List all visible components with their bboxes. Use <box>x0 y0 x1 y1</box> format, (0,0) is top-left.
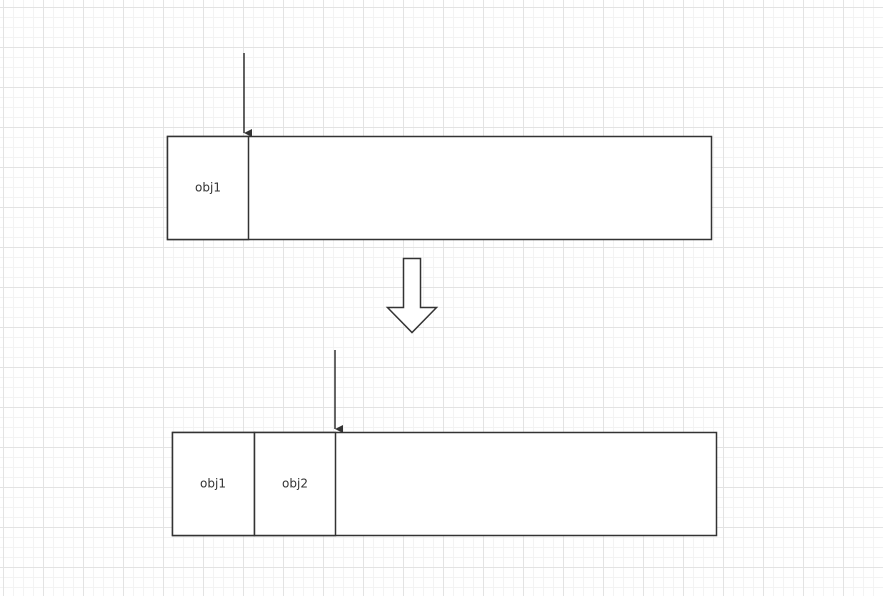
before-memory-block <box>166 135 713 241</box>
after-cell-obj2-label: obj2 <box>282 477 308 491</box>
down-arrow-icon <box>385 257 439 334</box>
after-state: obj1 obj2 <box>171 350 718 537</box>
after-cell-obj1-label: obj1 <box>200 477 226 491</box>
after-cell-obj2 <box>253 431 337 537</box>
before-state: obj1 <box>166 53 713 241</box>
after-cell-obj1 <box>171 431 256 537</box>
before-cell-obj1-label: obj1 <box>195 181 221 195</box>
before-cell-obj1 <box>166 135 250 241</box>
